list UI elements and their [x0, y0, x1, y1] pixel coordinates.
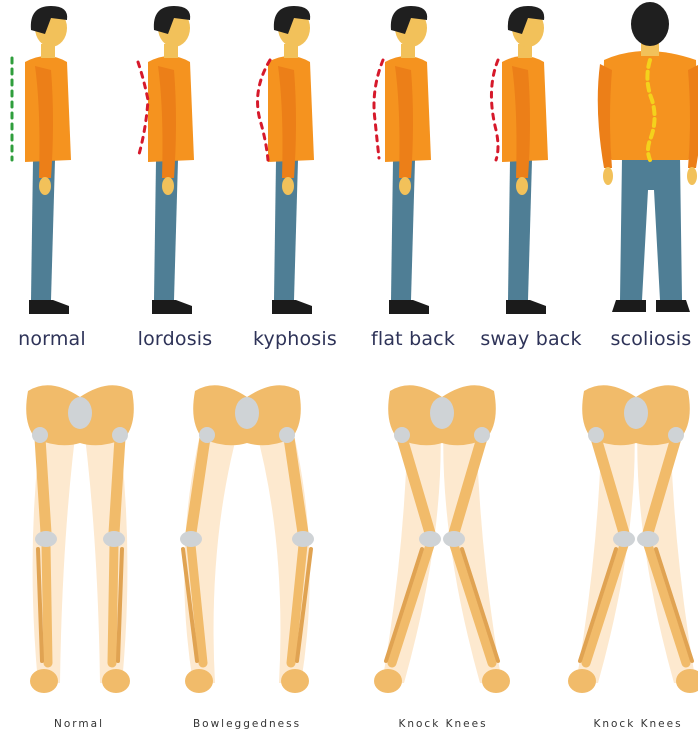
- leg-labels-row: Normal Bowleggedness Knock Knees Knock K…: [0, 718, 698, 734]
- shoe: [29, 300, 69, 314]
- posture-figure-flat: [374, 6, 431, 314]
- hip-joint: [668, 427, 684, 443]
- foot: [482, 669, 510, 693]
- left-arm: [598, 64, 612, 168]
- posture-figure-sway: [491, 6, 548, 314]
- sacrum: [235, 397, 259, 429]
- leg-label-knock-knees-1: Knock Knees: [358, 718, 528, 730]
- hand: [516, 177, 528, 195]
- hip-joint: [199, 427, 215, 443]
- knee-joint: [35, 531, 57, 547]
- hip-joint: [112, 427, 128, 443]
- spine-curve-lordosis: [138, 62, 148, 158]
- shoe: [506, 300, 546, 314]
- femur: [40, 438, 46, 533]
- posture-figure-straight: [12, 6, 71, 314]
- foot: [281, 669, 309, 693]
- hip-joint: [394, 427, 410, 443]
- posture-figure-kyphosis: [258, 6, 314, 314]
- posture-label-lordosis: lordosis: [117, 328, 233, 350]
- foot: [30, 669, 58, 693]
- shoe: [152, 300, 192, 314]
- knee-joint: [292, 531, 314, 547]
- leg-label-normal: Normal: [0, 718, 164, 730]
- leg-skeleton-bow: [180, 385, 314, 693]
- femur: [114, 438, 120, 533]
- foot: [102, 669, 130, 693]
- spine-curve-sway: [491, 60, 498, 160]
- foot: [374, 669, 402, 693]
- tibia: [46, 545, 48, 663]
- leg-label-bowleggedness: Bowleggedness: [162, 718, 332, 730]
- head-back: [631, 2, 669, 46]
- shoe: [656, 300, 690, 312]
- knee-joint: [443, 531, 465, 547]
- hand: [162, 177, 174, 195]
- hand: [687, 167, 697, 185]
- posture-labels-row: normal lordosis kyphosis flat back sway …: [0, 328, 698, 368]
- pants: [620, 158, 682, 300]
- posture-label-sway-back: sway back: [473, 328, 589, 350]
- hand: [603, 167, 613, 185]
- leg-label-knock-knees-2: Knock Knees: [553, 718, 698, 730]
- spine-curve-flat: [374, 60, 383, 158]
- sacrum: [68, 397, 92, 429]
- leg-skeletons-row: [0, 383, 698, 708]
- shoe: [272, 300, 312, 314]
- hand: [39, 177, 51, 195]
- foot: [185, 669, 213, 693]
- posture-label-kyphosis: kyphosis: [237, 328, 353, 350]
- sacrum: [430, 397, 454, 429]
- knee-joint: [613, 531, 635, 547]
- leg-skeleton-knock: [374, 385, 510, 693]
- posture-label-flat-back: flat back: [355, 328, 471, 350]
- posture-label-scoliosis: scoliosis: [593, 328, 698, 350]
- posture-figures-row: [0, 0, 698, 320]
- leg-skeleton-normal: [26, 385, 134, 693]
- posture-label-normal: normal: [0, 328, 110, 350]
- posture-figures: [0, 0, 698, 320]
- shoe: [612, 300, 646, 312]
- hip-joint: [32, 427, 48, 443]
- foot: [568, 669, 596, 693]
- leg-skeletons: [0, 383, 698, 713]
- knee-joint: [637, 531, 659, 547]
- posture-figure-lordosis: [138, 6, 194, 314]
- hand: [399, 177, 411, 195]
- posture-figure-scoliosis: [598, 2, 698, 312]
- knee-joint: [180, 531, 202, 547]
- hand: [282, 177, 294, 195]
- shoe: [389, 300, 429, 314]
- sacrum: [624, 397, 648, 429]
- knee-joint: [419, 531, 441, 547]
- hip-joint: [588, 427, 604, 443]
- knee-joint: [103, 531, 125, 547]
- tibia: [112, 545, 114, 663]
- hip-joint: [474, 427, 490, 443]
- leg-skeleton-knock: [568, 385, 698, 693]
- hip-joint: [279, 427, 295, 443]
